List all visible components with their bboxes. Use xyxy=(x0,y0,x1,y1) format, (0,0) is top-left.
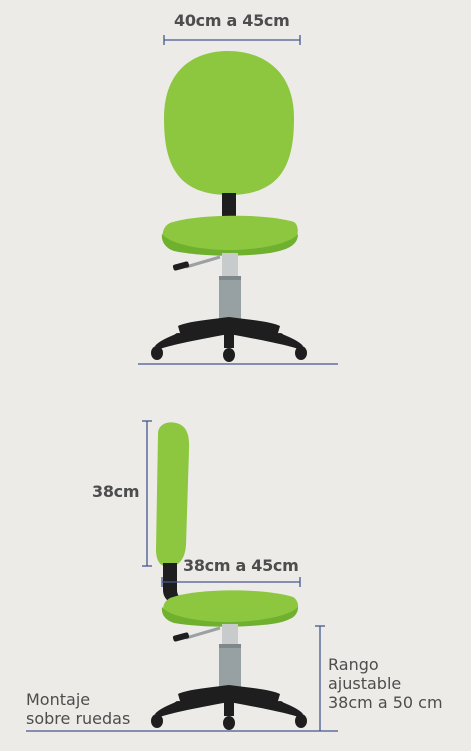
mounting-note-line-1: Montaje xyxy=(26,690,91,709)
front-star-base xyxy=(155,317,303,349)
side-star-base xyxy=(155,685,303,717)
mounting-note: Montaje sobre ruedas xyxy=(26,690,130,728)
front-view-chair xyxy=(138,35,338,365)
front-piston-collar xyxy=(219,276,241,280)
side-view-chair xyxy=(26,420,338,732)
front-backrest-post xyxy=(222,193,236,218)
height-range-line-1: Rango xyxy=(328,655,379,674)
front-casters xyxy=(151,333,307,362)
height-range-line-2: ajustable xyxy=(328,674,402,693)
side-width-label: 38cm a 45cm xyxy=(183,556,299,575)
height-range-note: Rango ajustable 38cm a 50 cm xyxy=(328,655,443,712)
front-height-lever xyxy=(172,255,221,271)
side-height-lever xyxy=(172,626,221,642)
side-piston-upper xyxy=(222,624,238,646)
seat-height-dimension xyxy=(315,625,325,731)
side-piston xyxy=(219,644,241,690)
side-casters xyxy=(151,701,307,730)
mounting-note-line-2: sobre ruedas xyxy=(26,709,131,728)
front-width-dimension xyxy=(163,35,301,45)
front-seat xyxy=(162,215,298,252)
side-seat-front-edge xyxy=(161,607,298,627)
front-seat-front-edge xyxy=(161,234,298,256)
height-range-line-3: 38cm a 50 cm xyxy=(328,693,443,712)
side-width-dimension xyxy=(161,577,301,587)
side-seat xyxy=(163,590,299,624)
front-backrest xyxy=(164,51,294,195)
front-width-label: 40cm a 45cm xyxy=(174,11,290,30)
front-piston-upper xyxy=(222,253,238,278)
side-backrest-post xyxy=(163,563,186,606)
side-backrest xyxy=(156,422,190,567)
front-piston xyxy=(219,276,241,322)
back-height-label: 38cm xyxy=(92,482,140,501)
back-height-dimension xyxy=(142,420,152,567)
side-piston-collar xyxy=(219,644,241,648)
